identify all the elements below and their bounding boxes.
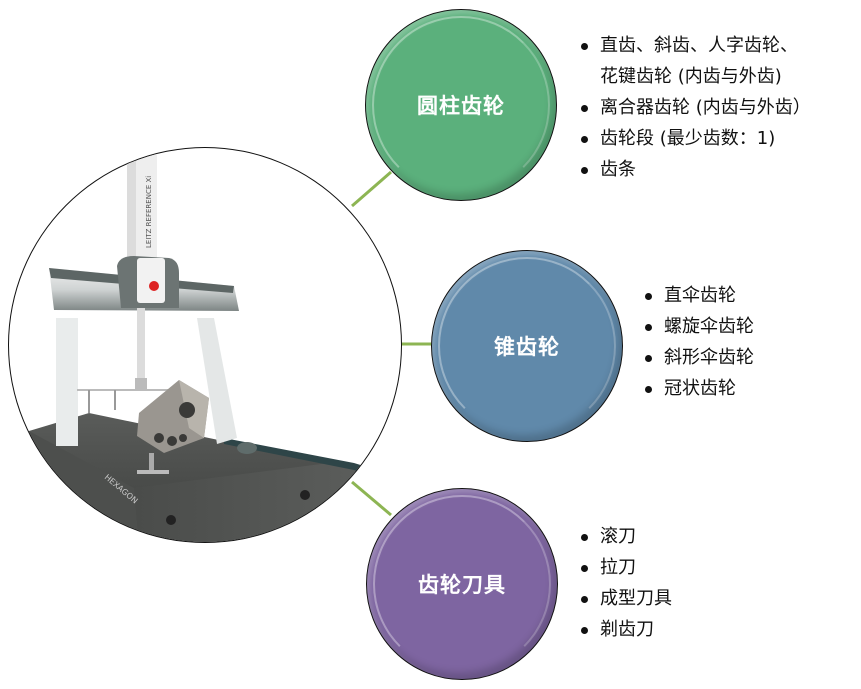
list-item: 成型刀具	[578, 583, 672, 614]
list-item: 螺旋伞齿轮	[642, 311, 754, 342]
bevel-gears-list: 直伞齿轮 螺旋伞齿轮 斜形伞齿轮 冠状齿轮	[642, 280, 754, 404]
list-item: 直齿、斜齿、人字齿轮、	[578, 30, 811, 61]
list-item: 冠状齿轮	[642, 373, 754, 404]
svg-text:LEITZ REFERENCE Xi: LEITZ REFERENCE Xi	[145, 176, 153, 248]
list-item-continuation: 花键齿轮 (内齿与外齿)	[600, 66, 782, 87]
node-bevel-gears: 锥齿轮	[431, 250, 623, 442]
list-item: 滚刀	[578, 521, 672, 552]
list-item: 齿条	[578, 154, 811, 185]
connector-cylindrical	[351, 170, 392, 208]
node-label: 锥齿轮	[494, 334, 560, 359]
list-item: 离合器齿轮 (内齿与外齿）	[578, 92, 811, 123]
connector-tools	[351, 480, 392, 517]
node-label: 齿轮刀具	[418, 572, 506, 597]
cmm-machine-illustration: HEXAGON LEITZ REFERENCE Xi	[9, 148, 401, 542]
list-item: 剃齿刀	[578, 614, 672, 645]
list-item: 直伞齿轮	[642, 280, 754, 311]
gear-tools-list: 滚刀 拉刀 成型刀具 剃齿刀	[578, 521, 672, 645]
node-label: 圆柱齿轮	[417, 93, 505, 118]
list-item: 齿轮段 (最少齿数：1)	[578, 123, 811, 154]
cylindrical-gears-list: 直齿、斜齿、人字齿轮、 花键齿轮 (内齿与外齿) 离合器齿轮 (内齿与外齿） 齿…	[578, 30, 811, 185]
node-cylindrical-gears: 圆柱齿轮	[365, 9, 557, 201]
list-item: 斜形伞齿轮	[642, 342, 754, 373]
node-gear-tools: 齿轮刀具	[366, 488, 558, 680]
cmm-machine-image: HEXAGON LEITZ REFERENCE Xi	[8, 147, 402, 543]
list-item: 拉刀	[578, 552, 672, 583]
